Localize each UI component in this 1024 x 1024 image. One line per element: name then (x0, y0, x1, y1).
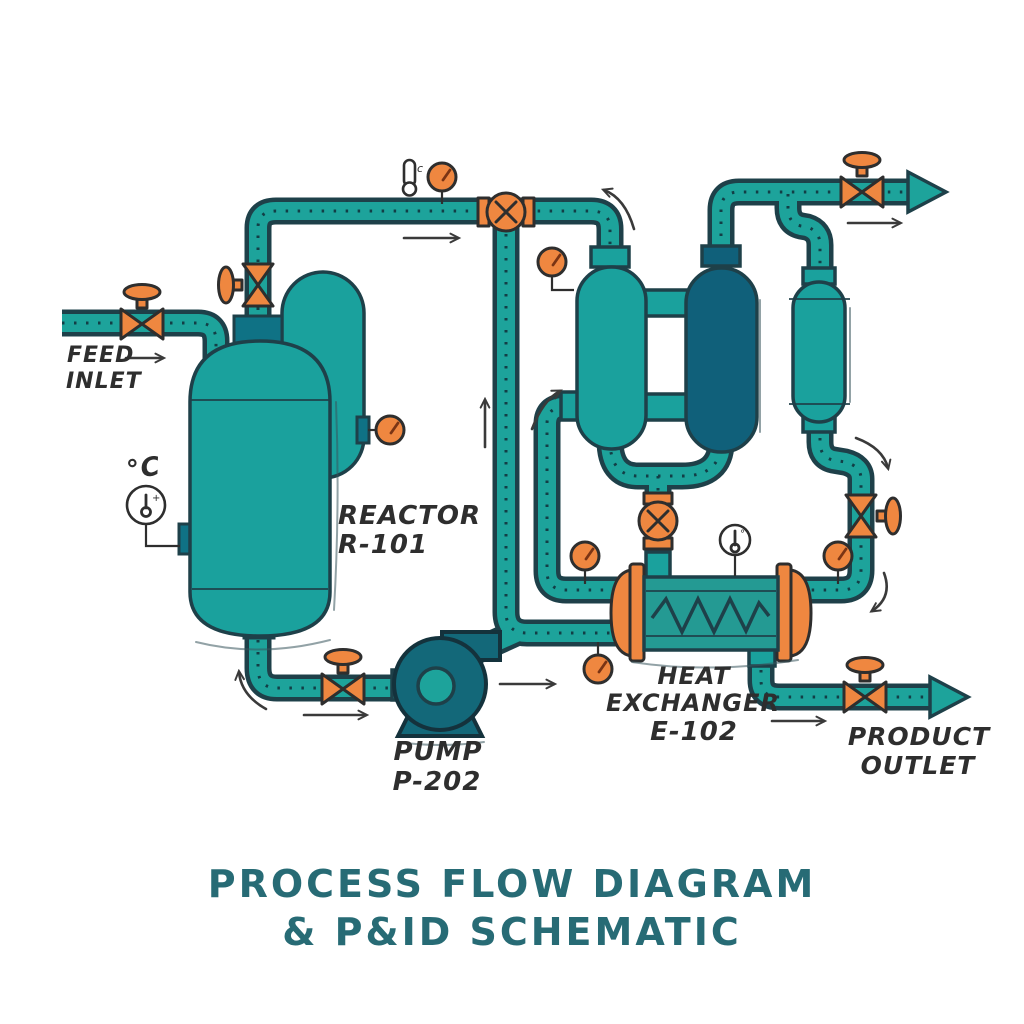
title-line-2: & P&ID SCHEMATIC (282, 910, 742, 954)
temperature-indicator-icon: °C + (125, 451, 167, 526)
pump-label: PUMP (393, 737, 482, 767)
temp-unit-label: °C (125, 451, 163, 485)
pump (390, 630, 502, 738)
feed-inlet-label-1: FEED (67, 343, 134, 368)
pump-eye (416, 666, 456, 706)
flow-arrow-icon (604, 190, 636, 231)
hx-tag-label: E-102 (650, 717, 738, 747)
pump-tag-label: P-202 (393, 767, 482, 797)
flow-annotation-arrows (124, 190, 900, 721)
vessel-top-nozzle (589, 245, 631, 269)
reactor-vessel (177, 314, 332, 640)
pressure-gauge-icon (426, 161, 458, 193)
instrument-lines (144, 191, 840, 655)
hx-right-cap (788, 568, 813, 658)
thermometer-unit-label: c (417, 162, 423, 175)
sketch-strokes (195, 299, 851, 746)
pipe-network-dashes (62, 190, 932, 699)
stream-equipment-labels: FEED INLET REACTOR R-101 PUMP P-202 HEAT… (66, 343, 991, 797)
pressure-gauge-icon (582, 653, 614, 685)
cross-junction-valve-icon (476, 191, 536, 233)
pressure-gauge-icon (374, 414, 406, 446)
product-outlet-label-1: PRODUCT (848, 722, 991, 751)
hx-label-1: HEAT (657, 662, 731, 690)
flow-arrow-icon (872, 571, 888, 611)
top-outlet-flow-arrow (906, 169, 950, 215)
vessel-side-nozzle (355, 415, 371, 445)
vessel-top-nozzle (700, 244, 742, 268)
mid-ball-valve-icon (637, 491, 679, 551)
pressure-gauge-icon (569, 540, 601, 572)
hx-thermometer-icon: ° (718, 523, 752, 557)
hx-shell (642, 575, 780, 652)
pressure-gauge-icon (822, 540, 854, 572)
flow-arrow-icon (239, 672, 268, 711)
polish-vessel-right (789, 266, 850, 434)
heat-exchanger (609, 550, 813, 668)
reactor-tag-label: R-101 (338, 530, 428, 560)
flow-arrow-icon (854, 436, 888, 468)
title-line-1: PROCESS FLOW DIAGRAM (208, 862, 817, 906)
thermometer-icon: c (401, 158, 423, 197)
pressure-gauge-icon (536, 246, 568, 278)
product-outlet-flow-arrow (928, 674, 972, 720)
feed-inlet-label-2: INLET (66, 369, 143, 394)
hx-left-cap (609, 568, 634, 658)
product-outlet-label-2: OUTLET (861, 751, 977, 780)
pipe-network-fill (62, 183, 932, 706)
diagram-title: PROCESS FLOW DIAGRAM & P&ID SCHEMATIC (208, 862, 817, 954)
hx-label-2: EXCHANGER (606, 689, 780, 717)
indicator-mark: + (152, 493, 160, 504)
hx-thermo-mark: ° (740, 529, 745, 540)
flow-arrow-icon (530, 391, 560, 431)
hx-left-flange (628, 562, 646, 663)
separator-vessel-left (559, 245, 648, 451)
reactor-label: REACTOR (338, 501, 481, 531)
hx-coil (650, 594, 771, 637)
separator-vessel-dark (684, 244, 759, 454)
